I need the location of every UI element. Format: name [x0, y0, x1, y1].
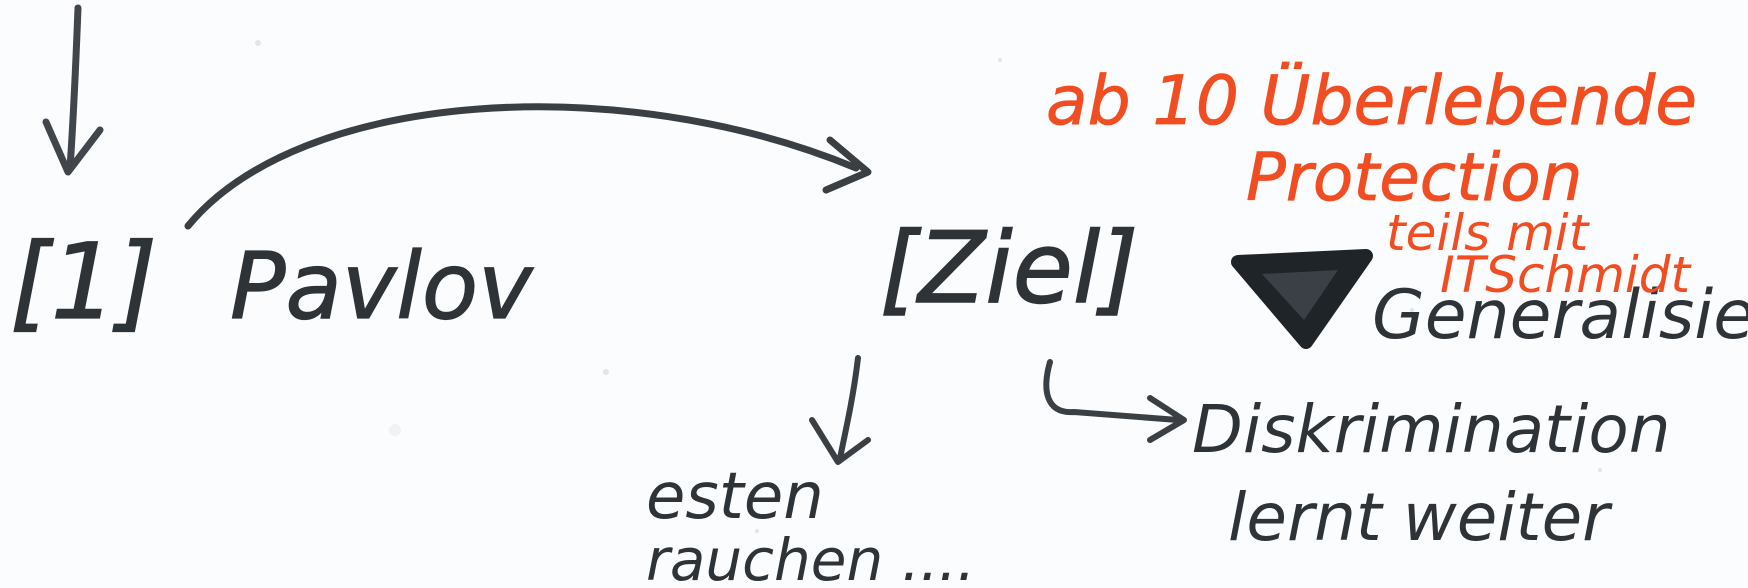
esten-line-2: rauchen ....	[646, 526, 975, 588]
paper-speckles	[255, 40, 1602, 533]
diskr-line-1: Diskrimination	[1192, 391, 1671, 468]
triangle-icon	[1231, 249, 1373, 349]
gen-label: Generalisierung	[1372, 276, 1748, 355]
node-1-bracket: [1]	[10, 221, 157, 343]
red-line-2: Protection	[1246, 139, 1583, 216]
red-line-3: teils mit	[1386, 204, 1591, 262]
diskr-line-2: lernt weiter	[1228, 479, 1613, 556]
node-pavlov-label: Pavlov	[230, 233, 534, 340]
curved-arrow-icon	[184, 103, 872, 230]
small-down-arrow-icon	[809, 355, 871, 465]
esten-line-1: esten	[646, 460, 824, 534]
down-arrow-icon	[42, 4, 104, 176]
red-line-1: ab 10 Überlebende	[1046, 62, 1697, 141]
hook-arrow-icon	[1043, 359, 1187, 443]
red-line-4: ITSchmidt	[1440, 246, 1693, 304]
red-annotation: ab 10 Überlebende Protection teils mit I…	[1046, 62, 1698, 304]
node-target-label: [Ziel]	[880, 212, 1138, 326]
